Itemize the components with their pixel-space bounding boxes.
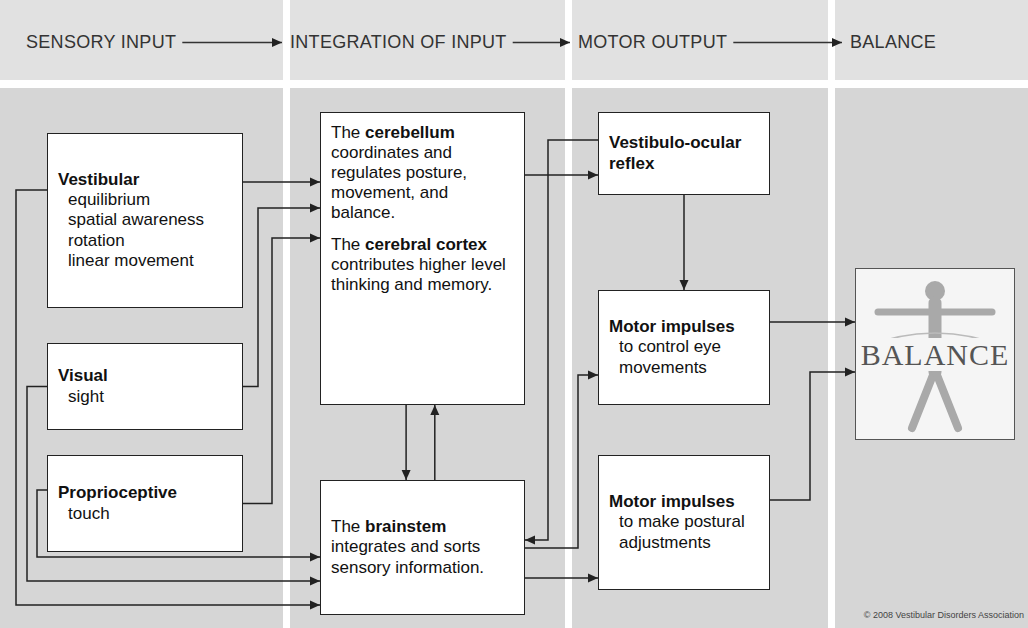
sensory-box: Proprioceptivetouch xyxy=(47,455,243,552)
node-heading: Proprioceptive xyxy=(58,483,232,503)
integration-box: The brainstem integrates and sorts senso… xyxy=(320,480,525,615)
column-panel xyxy=(835,88,1028,628)
flow-arrow xyxy=(525,140,598,540)
stage-arrow xyxy=(513,42,570,44)
flow-arrow xyxy=(525,577,598,579)
copyright-note: © 2008 Vestibular Disorders Association xyxy=(864,610,1024,620)
node-heading: BALANCE xyxy=(850,32,936,53)
stage-arrow xyxy=(182,42,282,44)
motor-box: Motor impulsesto make postural adjustmen… xyxy=(598,455,770,590)
flow-arrow xyxy=(683,195,685,290)
node-heading: The brainstem integrates and sorts senso… xyxy=(331,517,514,577)
node-text: to make postural adjustments xyxy=(609,512,759,552)
flow-arrow xyxy=(405,405,407,480)
node-text: spatial awareness xyxy=(58,210,232,230)
node-heading: SENSORY INPUT xyxy=(26,32,176,53)
node-text: touch xyxy=(58,504,232,524)
motor-box: Motor impulsesto control eye movements xyxy=(598,290,770,405)
flow-arrow xyxy=(243,208,320,387)
sensory-box: Visualsight xyxy=(47,343,243,430)
node-heading: BALANCE xyxy=(857,338,1014,371)
stage-arrow xyxy=(733,42,842,44)
column-header: INTEGRATION OF INPUT xyxy=(290,30,507,55)
column-panel xyxy=(0,88,283,628)
node-heading: Vestibulo-ocular reflex xyxy=(609,133,759,173)
sensory-box: Vestibularequilibriumspatial awarenessro… xyxy=(47,133,243,308)
node-text: to control eye movements xyxy=(609,337,759,377)
node-heading: Motor impulses xyxy=(609,317,759,337)
header-cell xyxy=(572,0,828,80)
node-text: The cerebral cortex contributes higher l… xyxy=(331,235,514,295)
header-cell xyxy=(0,0,283,80)
node-heading: INTEGRATION OF INPUT xyxy=(290,32,507,53)
node-heading: The cerebellum coordinates and regulates… xyxy=(331,123,514,223)
column-panel xyxy=(290,88,565,628)
flow-arrow xyxy=(434,405,436,480)
node-text: linear movement xyxy=(58,251,232,271)
flow-arrow xyxy=(770,321,855,323)
flow-arrow xyxy=(525,375,598,548)
node-heading: Vestibular xyxy=(58,170,232,190)
node-heading: Motor impulses xyxy=(609,492,759,512)
balance-box-ground xyxy=(855,268,1015,440)
header-cell xyxy=(290,0,565,80)
column-header: MOTOR OUTPUT xyxy=(578,30,727,55)
column-header: SENSORY INPUT xyxy=(26,30,176,55)
node-heading: Visual xyxy=(58,366,232,386)
node-text: sight xyxy=(58,387,232,407)
header-cell xyxy=(835,0,1028,80)
column-header: BALANCE xyxy=(850,30,936,55)
node-text: rotation xyxy=(58,231,232,251)
flow-arrow xyxy=(525,174,598,176)
flow-arrow xyxy=(243,181,320,183)
reflex-box: Vestibulo-ocular reflex xyxy=(598,112,770,195)
node-text: equilibrium xyxy=(58,190,232,210)
node-heading: MOTOR OUTPUT xyxy=(578,32,727,53)
integration-box: The cerebellum coordinates and regulates… xyxy=(320,112,525,405)
flow-arrow xyxy=(243,238,320,504)
flow-arrow xyxy=(770,372,855,500)
column-panel xyxy=(572,88,828,628)
balance-box: BALANCE xyxy=(855,268,1015,440)
